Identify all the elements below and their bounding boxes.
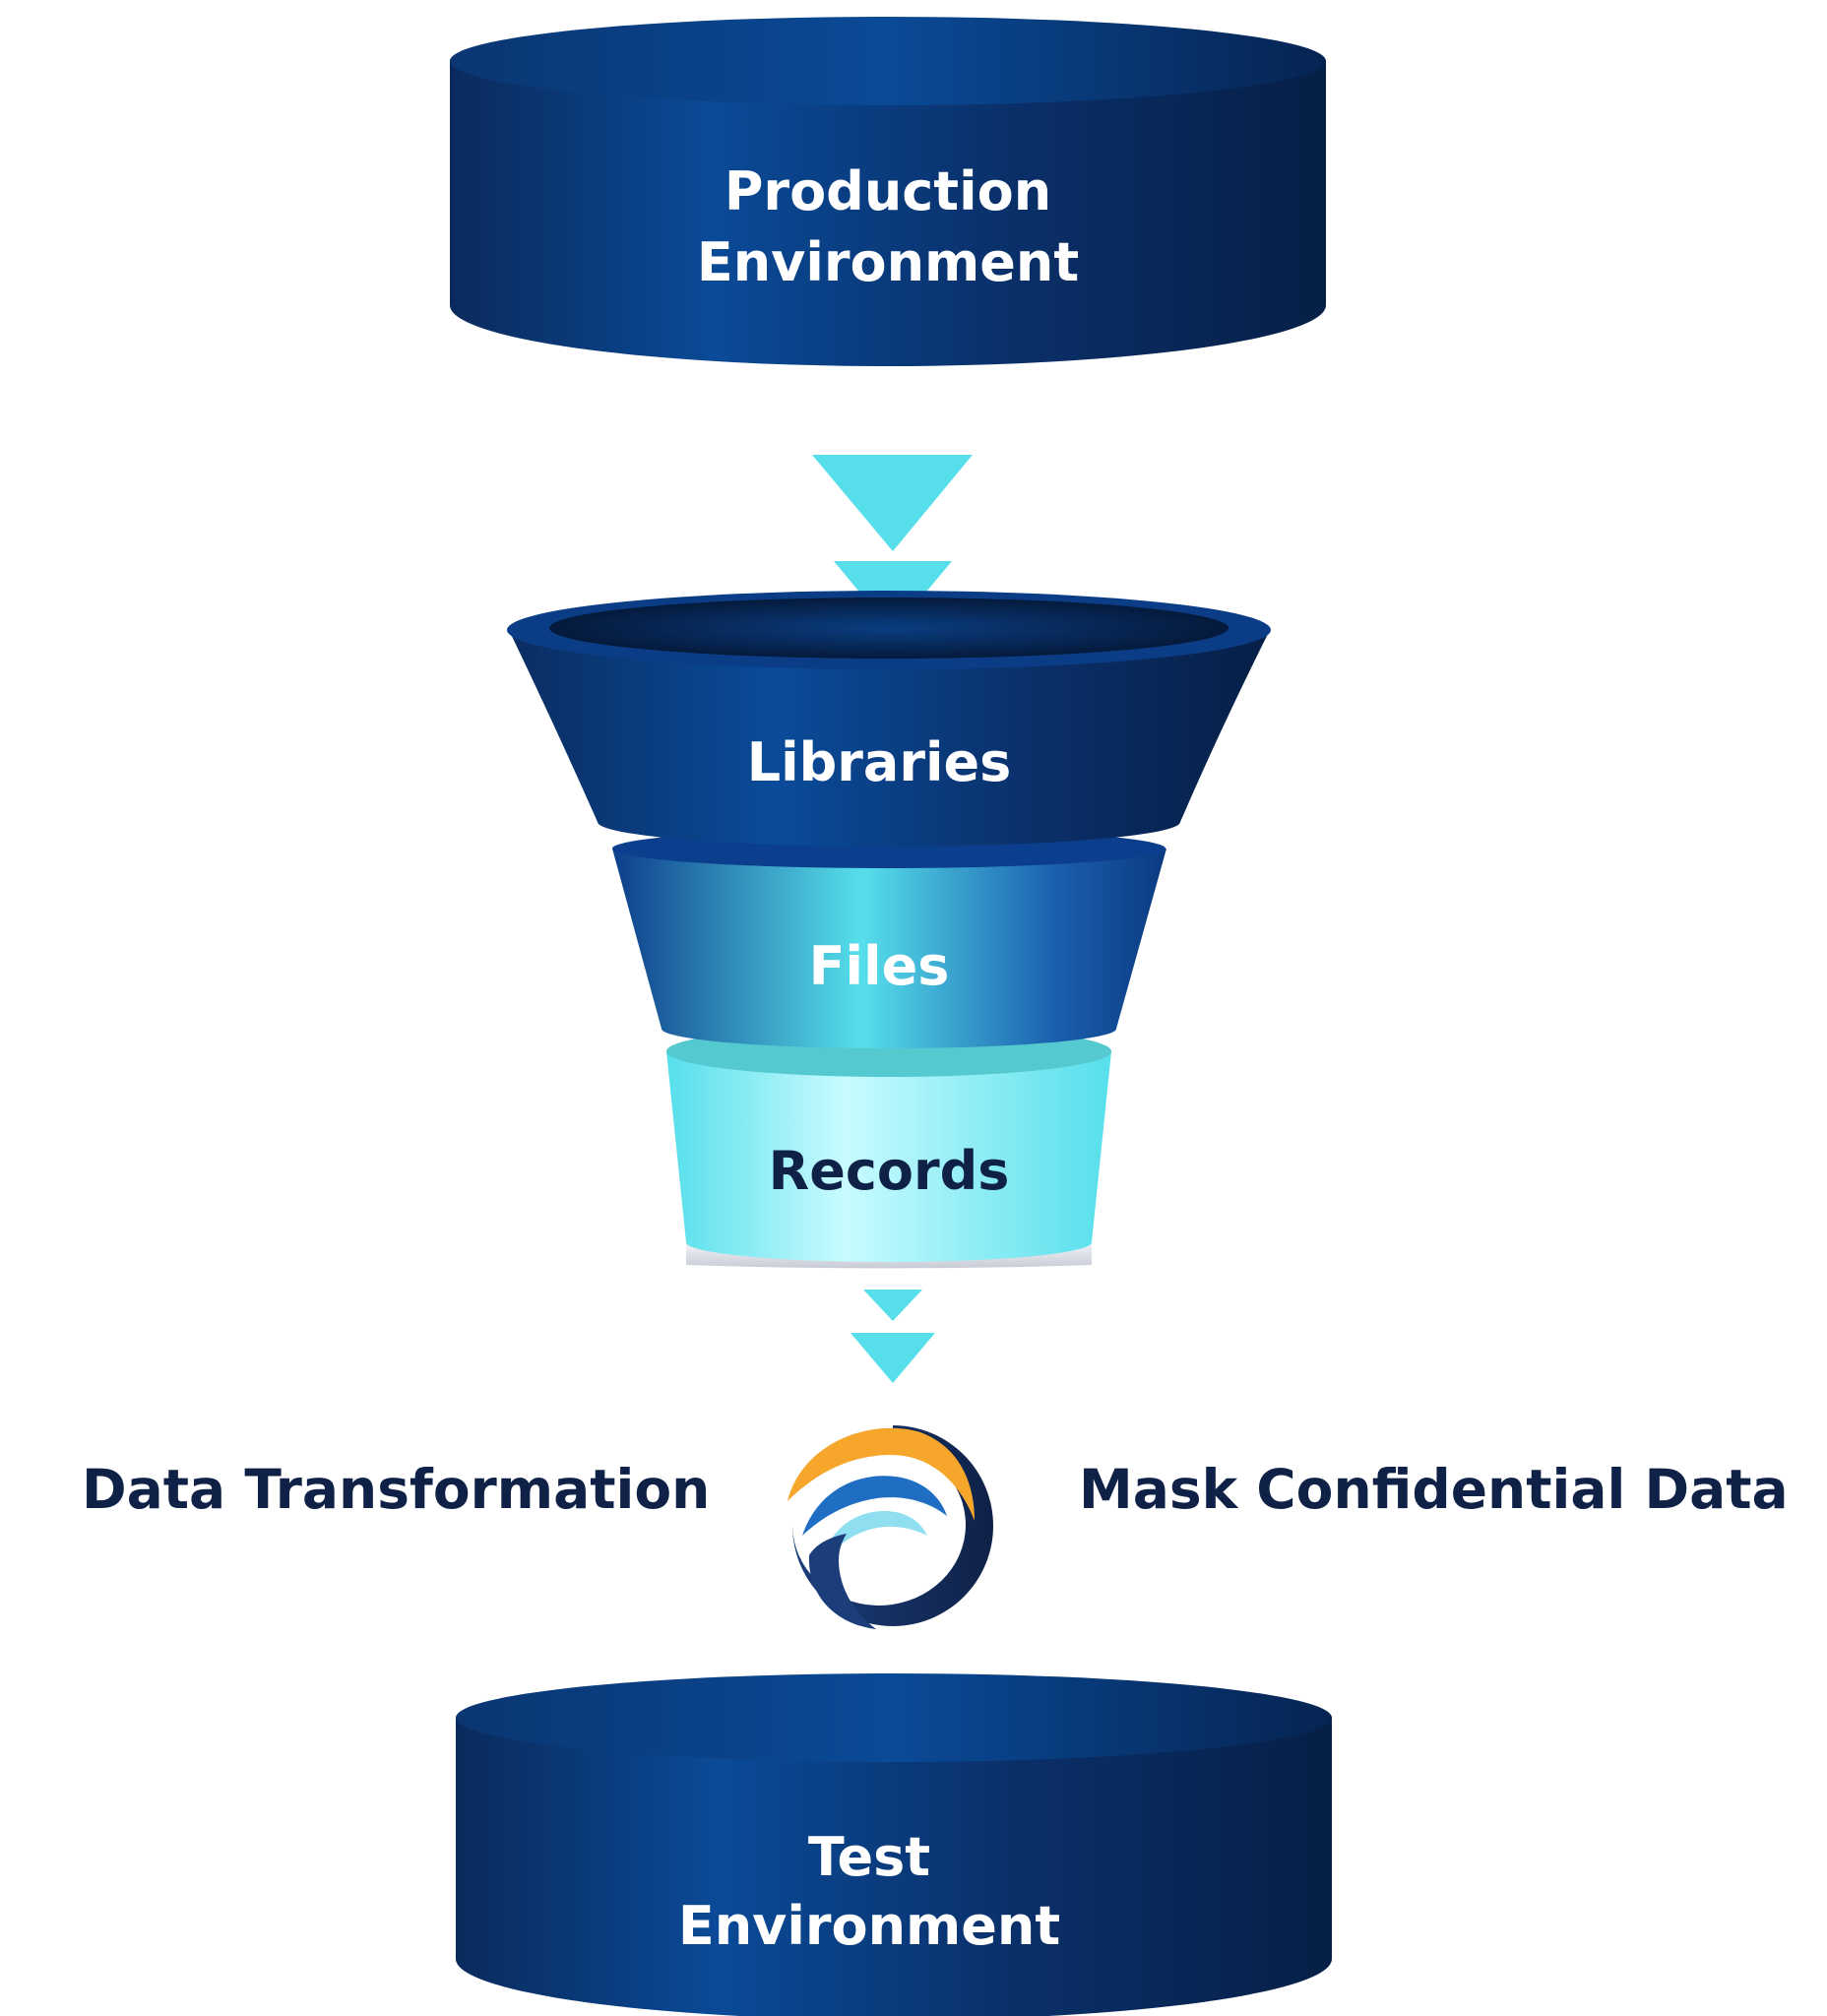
production-environment-cylinder: Production Environment <box>450 17 1326 366</box>
files-body <box>612 849 1166 1048</box>
test-cylinder-top <box>456 1673 1332 1762</box>
production-label-line1: Production <box>724 160 1051 222</box>
files-label: Files <box>809 935 950 997</box>
swirl-logo-icon <box>788 1425 993 1629</box>
test-label-line2: Environment <box>678 1895 1060 1957</box>
records-body <box>666 1051 1111 1262</box>
swirl-orange-arc <box>788 1427 975 1521</box>
test-cylinder-body <box>456 1718 1332 2016</box>
test-environment-cylinder: Test Environment <box>456 1673 1332 2016</box>
records-label: Records <box>769 1140 1010 1202</box>
production-label-line2: Environment <box>697 231 1079 293</box>
swirl-blue-arc <box>802 1476 947 1536</box>
flow-arrow-below-funnel-upper <box>863 1290 922 1321</box>
records-tier: Records <box>666 1026 1111 1269</box>
flow-arrow-upper <box>812 455 973 551</box>
production-cylinder-top <box>450 17 1326 105</box>
data-transformation-label: Data Transformation <box>82 1458 710 1521</box>
flow-arrow-below-funnel-lower <box>850 1333 935 1383</box>
libraries-opening <box>549 598 1228 659</box>
libraries-tier: Libraries <box>507 591 1271 847</box>
swirl-light-arc <box>822 1511 927 1565</box>
mask-confidential-data-label: Mask Confidential Data <box>1079 1458 1789 1521</box>
libraries-label: Libraries <box>747 731 1012 793</box>
files-tier: Files <box>612 829 1166 1048</box>
production-cylinder-body <box>450 61 1326 366</box>
test-label-line1: Test <box>808 1826 930 1888</box>
swirl-inner-navy <box>808 1534 876 1629</box>
libraries-body <box>509 630 1270 847</box>
